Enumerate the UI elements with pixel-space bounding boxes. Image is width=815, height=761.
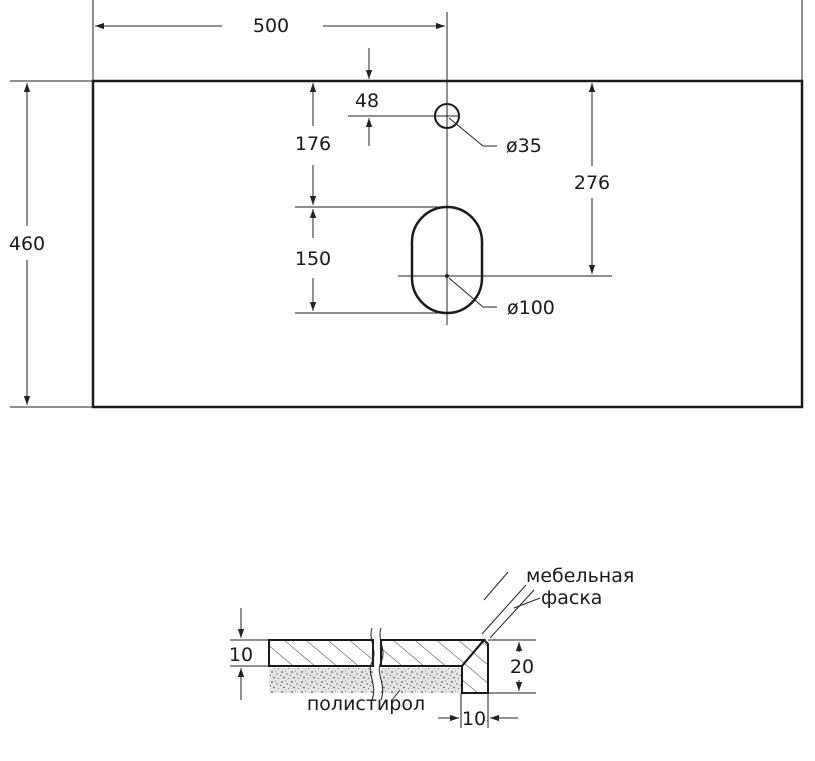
dim-label-48: 48 [355, 90, 379, 112]
sink-center-point [445, 274, 449, 278]
chamfer-leader-1 [481, 584, 527, 635]
leader-sink [448, 277, 484, 308]
section-top-layer-left [268, 639, 374, 667]
dim-label-hole-diameter: ø35 [506, 135, 542, 157]
label-polystyrene: полистирол [307, 693, 425, 715]
break-line-left [369, 627, 375, 701]
chamfer-arrow-a [483, 571, 509, 601]
dim-label-10-edge: 10 [462, 708, 486, 730]
section-view: 10 20 10 полистирол мебельная фаска [229, 565, 634, 730]
section-foam-core-left [269, 668, 373, 693]
dim-label-276: 276 [574, 172, 610, 194]
break-line-right [378, 627, 384, 701]
chamfer-leader-3 [513, 597, 541, 609]
dim-label-500: 500 [253, 15, 289, 37]
dim-label-20-total: 20 [510, 656, 534, 678]
section-edge-band [461, 638, 489, 694]
dim-label-10-thickness: 10 [229, 644, 253, 666]
chamfer-leader-2 [489, 589, 535, 639]
label-chamfer-line1: мебельная [526, 565, 634, 587]
leader-polystyrene [391, 689, 401, 701]
sink-opening [410, 205, 484, 315]
leader-faucet-hole [448, 117, 484, 147]
label-chamfer-line2: фаска [541, 587, 602, 609]
dim-label-150: 150 [295, 248, 331, 270]
section-foam-core-right [381, 668, 461, 693]
top-view: 500 460 ø35 48 176 150 ø100 [9, 0, 804, 409]
dim-label-176: 176 [295, 133, 331, 155]
dim-label-sink-diameter: ø100 [507, 297, 555, 319]
dim-label-460: 460 [9, 233, 45, 255]
